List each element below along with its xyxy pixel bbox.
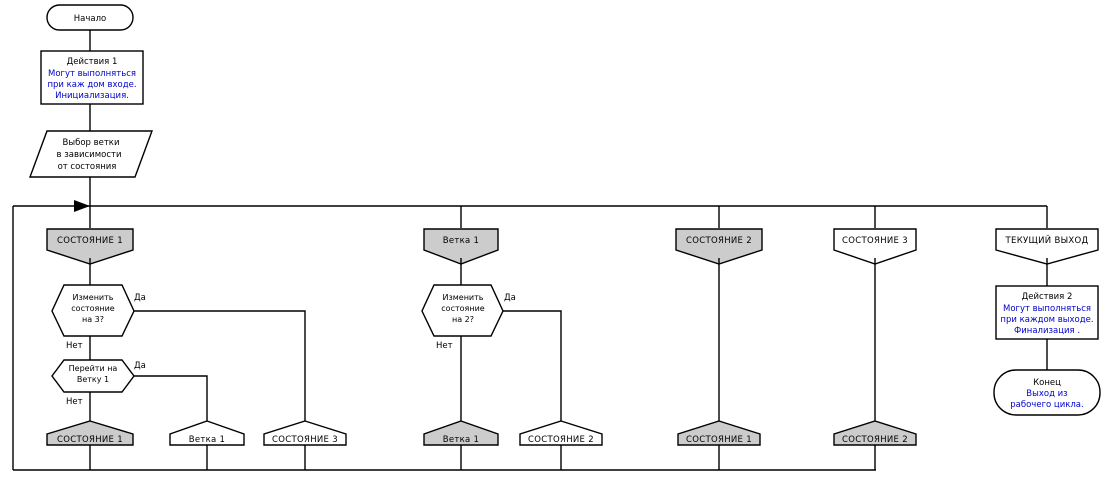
action2-note-line1: Могут выполняться (1003, 304, 1091, 314)
decision-state3-line2: состояние (71, 304, 114, 313)
start-node-label: Начало (74, 14, 106, 24)
node-bottom-branch-1-active[interactable]: Ветка 1 (423, 420, 499, 446)
branch-selector-line3: от состояния (58, 162, 117, 172)
connector-state3-yes (134, 310, 306, 421)
node-action2[interactable]: Действия 2 Могут выполняться при каждом … (995, 285, 1099, 340)
top-state-2-shape (675, 228, 763, 265)
decision-state2-line1: Изменить (443, 293, 484, 302)
action2-note-line2: при каждом выходе. (1000, 315, 1093, 325)
decision-state2-line2: состояние (441, 304, 484, 313)
node-bottom-state-2[interactable]: СОСТОЯНИЕ 2 (519, 420, 603, 446)
node-top-state-1[interactable]: СОСТОЯНИЕ 1 (46, 228, 134, 265)
decision-state3-line1: Изменить (73, 293, 114, 302)
end-node-note-line1: Выход из (1026, 389, 1068, 399)
end-node-title: Конец (1033, 378, 1061, 388)
decision-change-state-3-shape (51, 284, 135, 337)
top-branch-1-shape (423, 228, 499, 265)
end-node-note-line2: рабочего цикла. (1010, 400, 1083, 410)
action1-box-shape (40, 50, 144, 105)
node-start[interactable]: Начало (46, 4, 134, 31)
bottom-state-3-label: СОСТОЯНИЕ 3 (272, 435, 338, 445)
node-top-state-2[interactable]: СОСТОЯНИЕ 2 (675, 228, 763, 265)
decision-state3-no-label: Нет (66, 341, 83, 351)
node-action1[interactable]: Действия 1 Могут выполняться при каж дом… (40, 50, 144, 105)
decision-branch1-yes-label: Да (134, 361, 146, 371)
node-branch-selector[interactable]: Выбор ветки в зависимости от состояния (28, 130, 154, 178)
decision-change-state-3[interactable]: Изменить состояние на 3? (51, 284, 135, 337)
end-node-shape (993, 369, 1101, 416)
top-state-3-shape (833, 228, 917, 265)
action1-note-line3: Инициализация. (55, 91, 129, 101)
connector-state2-yes (503, 310, 562, 421)
top-state-3-label: СОСТОЯНИЕ 3 (842, 236, 908, 246)
decision-branch1-line1: Перейти на (69, 364, 118, 373)
node-top-state-3[interactable]: СОСТОЯНИЕ 3 (833, 228, 917, 265)
bottom-state-1-label: СОСТОЯНИЕ 1 (57, 435, 123, 445)
node-bottom-branch-1[interactable]: Ветка 1 (169, 420, 245, 446)
decision-state3-yes-label: Да (134, 293, 146, 303)
action2-note-line3: Финализация . (1014, 326, 1080, 336)
node-end[interactable]: Конец Выход из рабочего цикла. (993, 369, 1101, 416)
current-exit-shape (995, 228, 1099, 265)
bottom-branch-1-label: Ветка 1 (189, 435, 226, 445)
connector-branch1-yes (134, 375, 208, 421)
action2-box-shape (995, 285, 1099, 340)
top-state-2-label: СОСТОЯНИЕ 2 (686, 236, 752, 246)
decision-state2-line3: на 2? (452, 315, 474, 324)
top-state-1-shape (46, 228, 134, 265)
node-bottom-state-3[interactable]: СОСТОЯНИЕ 3 (263, 420, 347, 446)
bottom-branch-1-active-label: Ветка 1 (443, 435, 480, 445)
branch-selector-line2: в зависимости (57, 150, 122, 160)
bottom-state-2-b-label: СОСТОЯНИЕ 2 (842, 435, 908, 445)
decision-state3-line3: на 3? (82, 315, 104, 324)
current-exit-label: ТЕКУЩИЙ ВЫХОД (1005, 234, 1089, 246)
decision-goto-branch-1[interactable]: Перейти на Ветку 1 (51, 359, 135, 393)
decision-branch1-line2: Ветку 1 (77, 375, 109, 384)
node-current-exit[interactable]: ТЕКУЩИЙ ВЫХОД (995, 228, 1099, 265)
decision-state2-no-label: Нет (436, 341, 453, 351)
decision-goto-branch-1-shape (51, 359, 135, 393)
action1-title: Действия 1 (67, 57, 118, 67)
node-top-branch-1[interactable]: Ветка 1 (423, 228, 499, 265)
action1-note-line2: при каж дом входе. (47, 80, 136, 90)
branch-selector-line1: Выбор ветки (63, 138, 120, 148)
bus-arrowhead-icon (74, 200, 90, 212)
top-branch-1-label: Ветка 1 (443, 236, 480, 246)
action1-note-line1: Могут выполняться (48, 69, 136, 79)
node-bottom-state-1[interactable]: СОСТОЯНИЕ 1 (46, 420, 134, 446)
decision-change-state-2-shape (421, 284, 504, 337)
branch-selector-shape (28, 130, 154, 178)
start-node-shape (46, 4, 134, 31)
bottom-state-2-label: СОСТОЯНИЕ 2 (528, 435, 594, 445)
bottom-state-1-b-label: СОСТОЯНИЕ 1 (686, 435, 752, 445)
top-state-1-label: СОСТОЯНИЕ 1 (57, 236, 123, 246)
decision-branch1-no-label: Нет (66, 397, 83, 407)
action2-title: Действия 2 (1022, 292, 1073, 302)
decision-state2-yes-label: Да (504, 293, 516, 303)
node-bottom-state-2-b[interactable]: СОСТОЯНИЕ 2 (833, 420, 917, 446)
decision-change-state-2[interactable]: Изменить состояние на 2? (421, 284, 504, 337)
node-bottom-state-1-b[interactable]: СОСТОЯНИЕ 1 (677, 420, 761, 446)
